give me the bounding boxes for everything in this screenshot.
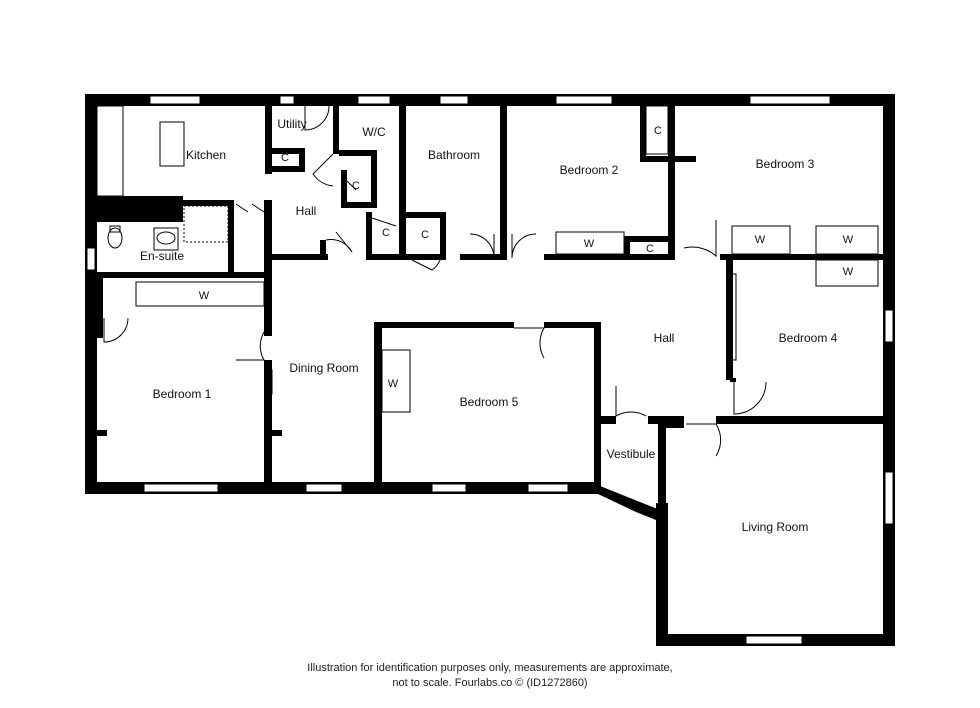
wc-label: W/C — [362, 125, 386, 139]
internal-walls — [97, 106, 883, 520]
utility-label: Utility — [277, 117, 306, 131]
windows — [86, 95, 894, 645]
disclaimer-line-1: Illustration for identification purposes… — [307, 662, 673, 674]
cupboard-label: C — [654, 125, 662, 137]
hall-upper-label: Hall — [296, 204, 317, 218]
disclaimer-line-2: not to scale. Fourlabs.co © (ID1272860) — [392, 677, 588, 689]
dining-room-label: Dining Room — [289, 361, 358, 375]
wardrobe-label: W — [388, 378, 399, 390]
fixtures — [96, 105, 879, 413]
storage-labels: C C C C C C W W W W W W — [199, 125, 854, 390]
outer-walls — [85, 94, 895, 646]
wardrobe-label: W — [199, 290, 210, 302]
wardrobe-label: W — [843, 266, 854, 278]
wardrobe-label: W — [843, 234, 854, 246]
bedroom2-label: Bedroom 2 — [560, 163, 619, 177]
hall-main-label: Hall — [654, 331, 675, 345]
cupboard-label: C — [382, 227, 390, 239]
bedroom3-label: Bedroom 3 — [756, 157, 815, 171]
wardrobe-label: W — [755, 234, 766, 246]
cupboard-label: C — [421, 229, 429, 241]
kitchen-label: Kitchen — [186, 148, 226, 162]
cupboard-label: C — [646, 243, 654, 255]
room-labels: Kitchen Utility W/C Bathroom Bedroom 2 B… — [140, 117, 838, 534]
bathroom-label: Bathroom — [428, 148, 480, 162]
bedroom4-label: Bedroom 4 — [779, 331, 838, 345]
wardrobe-label: W — [584, 238, 595, 250]
living-room-label: Living Room — [742, 520, 809, 534]
cupboard-label: C — [281, 152, 289, 164]
bedroom1-label: Bedroom 1 — [153, 387, 212, 401]
doors — [103, 105, 767, 457]
ensuite-label: En-suite — [140, 249, 184, 263]
cupboard-label: C — [352, 180, 360, 192]
bedroom5-label: Bedroom 5 — [460, 395, 519, 409]
vestibule-label: Vestibule — [607, 447, 656, 461]
